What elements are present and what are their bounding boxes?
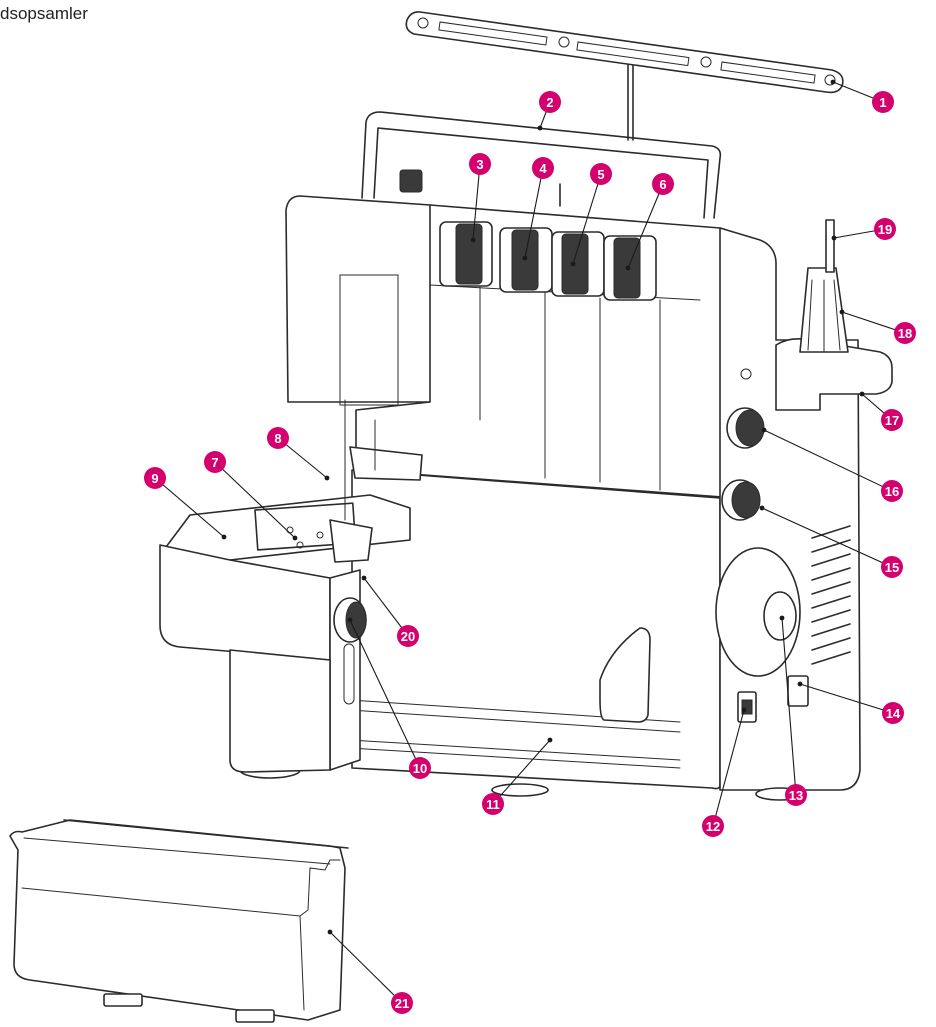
callout-circle	[894, 322, 916, 344]
callout-circle	[785, 784, 807, 806]
callout-circle	[702, 815, 724, 837]
callout-7: 7	[204, 451, 226, 473]
leader-dot-17	[859, 391, 865, 397]
callout-18: 18	[894, 322, 916, 344]
callout-label: 17	[885, 413, 899, 428]
leader-dot-15	[759, 505, 765, 511]
callout-dots	[221, 79, 865, 935]
callout-label: 6	[659, 177, 666, 192]
callout-label: 14	[886, 706, 901, 721]
leader-dot-21	[327, 929, 333, 935]
callout-circle	[267, 427, 289, 449]
callout-label: 10	[413, 761, 427, 776]
leader-dot-19	[831, 235, 837, 241]
callout-label: 15	[885, 560, 899, 575]
callout-16: 16	[881, 480, 903, 502]
callout-circle	[652, 173, 674, 195]
callout-circle	[539, 91, 561, 113]
leader-dot-12	[741, 707, 747, 713]
callout-label: 1	[879, 95, 886, 110]
callout-9: 9	[144, 467, 166, 489]
leader-dot-11	[547, 737, 553, 743]
callout-circle	[391, 992, 413, 1014]
callout-label: 19	[878, 222, 892, 237]
leader-dot-4	[522, 255, 528, 261]
callout-20: 20	[397, 625, 419, 647]
callout-3: 3	[469, 153, 491, 175]
callout-circle	[881, 556, 903, 578]
leader-dot-14	[797, 681, 803, 687]
thread-guide-bar	[405, 11, 844, 141]
callout-label: 21	[395, 996, 409, 1011]
callout-circle	[872, 91, 894, 113]
leader-dot-9	[221, 534, 227, 540]
callout-circle	[590, 163, 612, 185]
carrying-handle	[361, 111, 722, 219]
callout-12: 12	[702, 815, 724, 837]
leader-dot-7	[292, 535, 298, 541]
callout-circle	[409, 757, 431, 779]
leader-dot-5	[570, 261, 576, 267]
vent-slots	[811, 525, 851, 665]
callout-circle	[204, 451, 226, 473]
callout-label: 5	[597, 167, 604, 182]
callout-10: 10	[409, 757, 431, 779]
callout-21: 21	[391, 992, 413, 1014]
callout-label: 9	[151, 471, 158, 486]
callout-1: 1	[872, 91, 894, 113]
callout-circle	[882, 702, 904, 724]
callout-label: 11	[486, 797, 500, 812]
callout-5: 5	[590, 163, 612, 185]
caption-text: dsopsamler	[0, 4, 88, 23]
callout-label: 18	[898, 326, 912, 341]
callout-label: 20	[401, 629, 415, 644]
callout-circle	[532, 157, 554, 179]
leader-dot-1	[830, 79, 836, 85]
callout-circle	[881, 480, 903, 502]
callout-17: 17	[881, 409, 903, 431]
callout-4: 4	[532, 157, 554, 179]
callout-8: 8	[267, 427, 289, 449]
callout-11: 11	[482, 793, 504, 815]
leader-dot-18	[839, 309, 845, 315]
leader-dot-2	[537, 125, 543, 131]
callout-14: 14	[882, 702, 904, 724]
callout-label: 13	[789, 788, 803, 803]
waste-tray	[9, 819, 349, 1023]
leader-dot-20	[361, 575, 367, 581]
leader-dot-6	[625, 265, 631, 271]
callout-label: 3	[476, 157, 483, 172]
callout-circle	[874, 218, 896, 240]
callout-19: 19	[874, 218, 896, 240]
callout-circle	[397, 625, 419, 647]
callout-circle	[144, 467, 166, 489]
spool-holder	[775, 219, 893, 411]
leader-dot-16	[761, 427, 767, 433]
leader-dot-3	[470, 237, 476, 243]
callout-label: 16	[885, 484, 899, 499]
callout-13: 13	[785, 784, 807, 806]
callout-15: 15	[881, 556, 903, 578]
leader-dot-10	[347, 617, 353, 623]
callout-6: 6	[652, 173, 674, 195]
side-knobs	[715, 368, 809, 723]
callout-label: 7	[211, 455, 218, 470]
callout-label: 12	[706, 819, 720, 834]
callout-label: 8	[274, 431, 281, 446]
callout-label: 4	[539, 161, 547, 176]
callout-2: 2	[539, 91, 561, 113]
callout-circle	[469, 153, 491, 175]
callout-circle	[881, 409, 903, 431]
callout-circle	[482, 793, 504, 815]
top-adjust-knob	[399, 169, 561, 207]
callout-label: 2	[546, 95, 553, 110]
leader-dot-13	[779, 615, 785, 621]
leader-dot-8	[324, 475, 330, 481]
